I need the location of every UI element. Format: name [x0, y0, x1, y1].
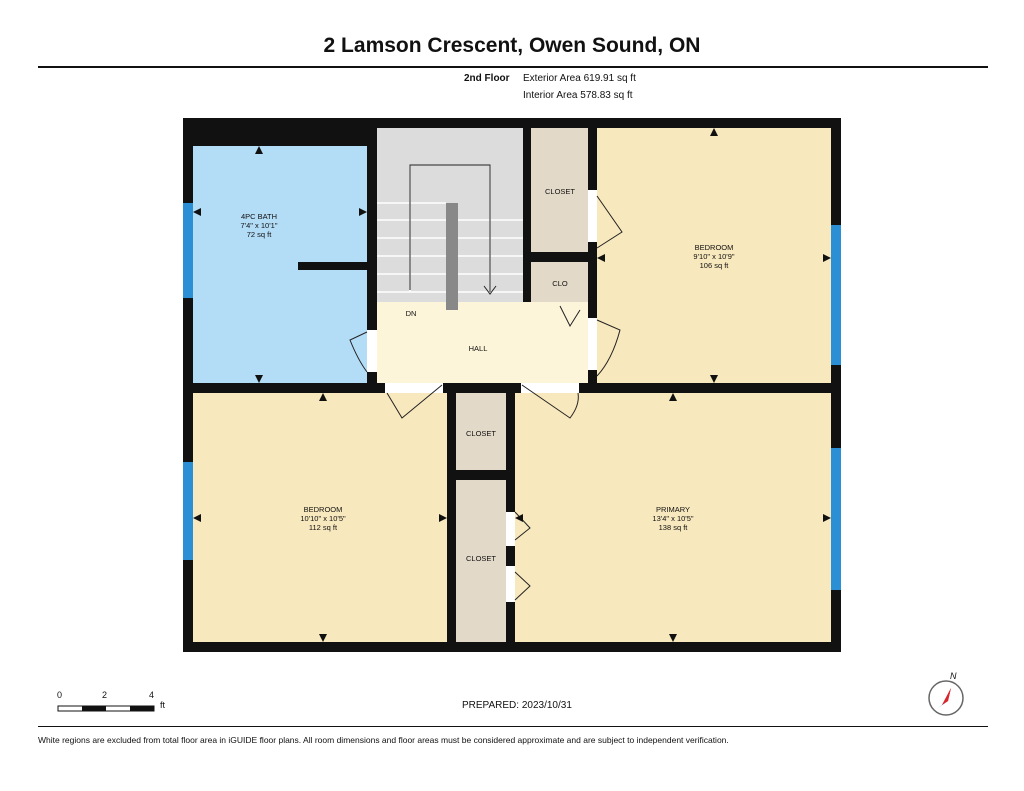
- window-bedroom-sw: [183, 462, 193, 560]
- window-bath: [183, 203, 193, 298]
- closet-low-room: [456, 480, 506, 642]
- door-openings: [367, 190, 597, 602]
- bedroom-sw-area: 112 sq ft: [309, 523, 338, 532]
- compass-north-label: N: [950, 671, 957, 681]
- primary-name: PRIMARY: [656, 505, 690, 514]
- compass-icon: N: [928, 671, 964, 716]
- exterior-area: Exterior Area 619.91 sq ft: [523, 73, 636, 84]
- window-bedroom-ne: [831, 225, 841, 365]
- scale-label-2: 2: [102, 690, 108, 700]
- bath-area: 72 sq ft: [247, 230, 273, 239]
- disclaimer-text: White regions are excluded from total fl…: [38, 735, 729, 745]
- clo-room: [531, 262, 588, 302]
- dimension-arrows: [193, 128, 831, 642]
- scale-label-4: 4: [149, 690, 155, 700]
- closet-top-name: CLOSET: [545, 187, 575, 196]
- windows: [183, 203, 841, 590]
- interior-area: Interior Area 578.83 sq ft: [523, 90, 633, 101]
- closet-top-room: [531, 128, 588, 252]
- hall-name: HALL: [469, 344, 488, 353]
- bedroom-sw-name: BEDROOM: [304, 505, 343, 514]
- bath-name: 4PC BATH: [241, 212, 277, 221]
- prepared-date: PREPARED: 2023/10/31: [462, 700, 572, 711]
- header-divider: [38, 66, 988, 68]
- plan-title: 2 Lamson Crescent, Owen Sound, ON: [323, 34, 701, 57]
- bedroom-sw-dims: 10'10" x 10'5": [300, 514, 346, 523]
- primary-area: 138 sq ft: [659, 523, 689, 532]
- scale-unit: ft: [160, 700, 166, 710]
- window-primary: [831, 448, 841, 590]
- stair-direction-line: [409, 164, 491, 292]
- floor-label: 2nd Floor: [464, 73, 510, 84]
- bath-wall-stub: [298, 262, 367, 270]
- bedroom-sw-room: [193, 393, 447, 642]
- bedroom-ne-name: BEDROOM: [695, 243, 734, 252]
- bedroom-ne-dims: 9'10" x 10'9": [693, 252, 734, 261]
- primary-room: [515, 393, 831, 642]
- hall-room: [377, 302, 588, 383]
- primary-dims: 13'4" x 10'5": [652, 514, 693, 523]
- clo-name: CLO: [552, 279, 568, 288]
- stairs-label: DN: [406, 309, 417, 318]
- bedroom-ne-room: [597, 128, 831, 383]
- closet-mid-room: [456, 393, 506, 470]
- closet-mid-name: CLOSET: [466, 429, 496, 438]
- scale-label-0: 0: [57, 690, 63, 700]
- stair-arrow: [483, 285, 497, 295]
- closet-low-name: CLOSET: [466, 554, 496, 563]
- stair-rail: [446, 203, 458, 310]
- footer-divider: [38, 726, 988, 727]
- scale-bar: [57, 705, 155, 712]
- bedroom-ne-area: 106 sq ft: [700, 261, 730, 270]
- bath-dims: 7'4" x 10'1": [241, 221, 278, 230]
